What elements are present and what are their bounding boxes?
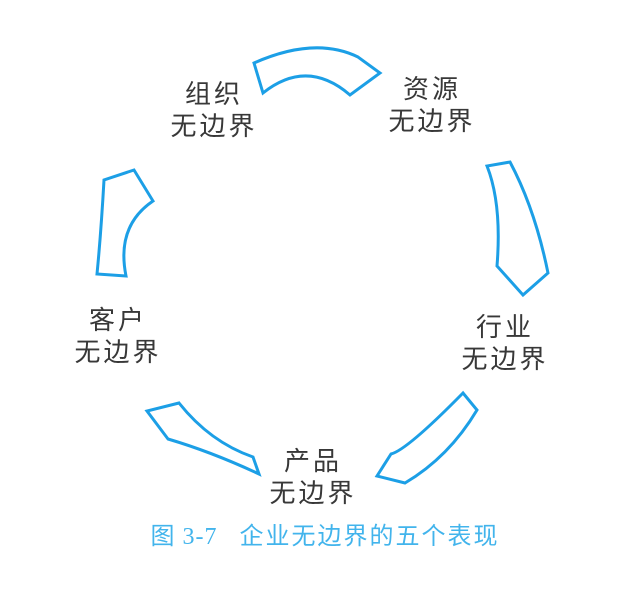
figure-caption-title: 企业无边界的五个表现 [239,524,500,550]
node-product-line1: 产品 [283,447,343,476]
arrow-industry-to-product-icon [374,390,479,485]
node-resources-line1: 资源 [402,75,462,104]
arrow-customer-to-organization-icon [95,168,156,278]
node-customer-line1: 客户 [88,306,148,335]
node-label-customer: 客户 无边界 [74,305,161,369]
node-organization-line1: 组织 [184,80,244,109]
node-organization-line2: 无边界 [170,112,258,141]
node-label-industry: 行业 无边界 [461,312,548,376]
node-industry-line1: 行业 [475,313,535,342]
figure-caption: 图 3-7 企业无边界的五个表现 [151,522,500,552]
node-label-product: 产品 无边界 [269,446,356,510]
node-resources-line2: 无边界 [388,107,476,136]
figure-caption-label: 图 3-7 [150,524,218,550]
arrow-organization-to-resources-icon [252,46,383,97]
arrow-product-to-customer-icon [144,401,262,477]
node-customer-line2: 无边界 [74,338,162,367]
node-label-organization: 组织 无边界 [170,79,257,143]
node-product-line2: 无边界 [269,479,357,508]
arrow-resources-to-industry-icon [484,160,550,298]
node-industry-line2: 无边界 [461,345,549,374]
node-label-resources: 资源 无边界 [388,74,475,138]
